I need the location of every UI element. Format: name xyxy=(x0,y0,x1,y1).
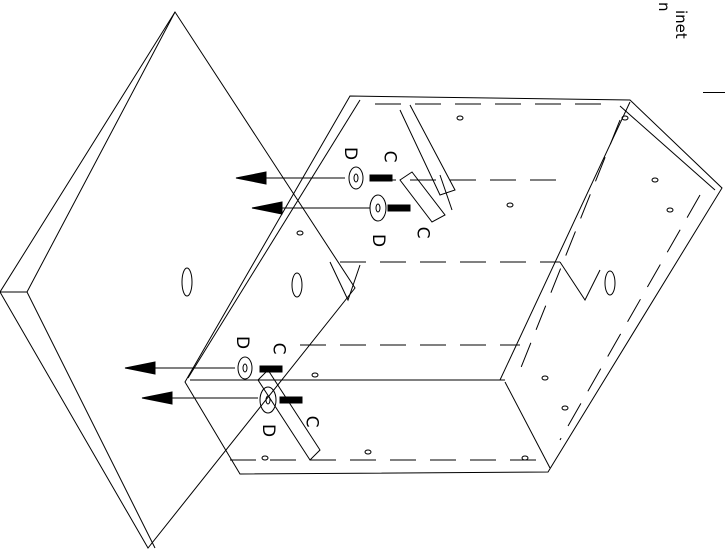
edge-caption-line2: n xyxy=(655,2,673,12)
label-screw-lower-1: C xyxy=(268,342,289,355)
label-screw-lower-2: C xyxy=(301,415,322,428)
front-panel xyxy=(0,11,356,549)
cabinet-box xyxy=(184,95,723,475)
edge-caption-rule xyxy=(703,92,725,93)
label-washer-upper-2: D xyxy=(368,233,389,248)
label-washer-lower-2: D xyxy=(258,423,279,438)
edge-caption-line1: inet xyxy=(672,10,690,39)
label-washer-lower-1: D xyxy=(232,335,253,350)
label-washer-upper-1: D xyxy=(340,146,361,161)
label-screw-upper-1: C xyxy=(379,150,400,163)
label-screw-upper-2: C xyxy=(412,226,433,239)
hinge-bars xyxy=(257,171,446,461)
hardware-set-lower xyxy=(124,356,303,414)
hardware-set-upper xyxy=(235,166,411,222)
